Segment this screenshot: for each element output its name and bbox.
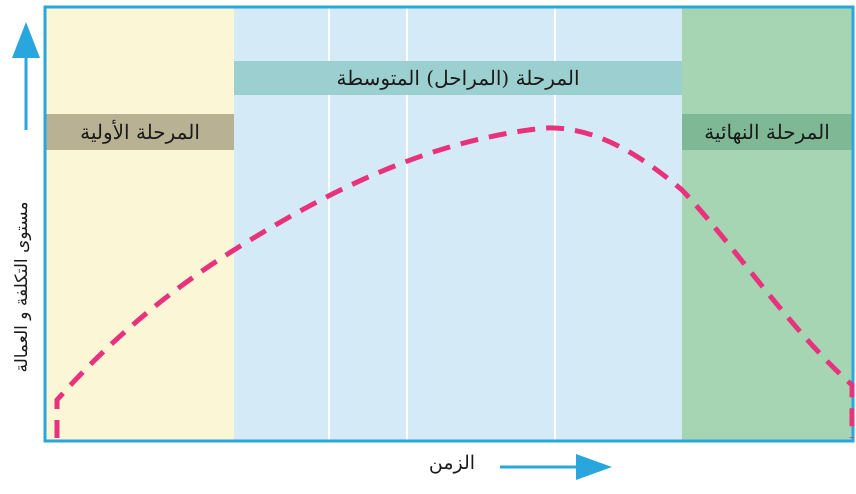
middle-phase-label: المرحلة (المراحل) المتوسطة — [336, 66, 580, 90]
x-axis-label: الزمن — [428, 452, 476, 474]
middle-phase-label-strip — [234, 61, 682, 95]
x-axis-arrow-icon — [500, 454, 612, 480]
final-phase-label: المرحلة النهائية — [704, 120, 830, 144]
initial-phase-label: المرحلة الأولية — [80, 120, 200, 144]
initial-phase-label-strip — [46, 114, 234, 150]
cost-effort-curve — [54, 125, 855, 438]
y-axis-arrow-icon — [12, 22, 40, 130]
final-phase-label-strip — [682, 114, 852, 150]
diagram-frame — [43, 5, 855, 443]
y-axis-label: مستوى التكلفة و العمالة — [12, 201, 32, 373]
initial-phase-region — [46, 8, 234, 440]
final-phase-region — [682, 8, 852, 440]
